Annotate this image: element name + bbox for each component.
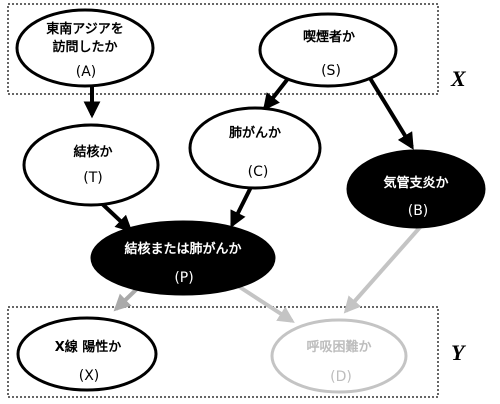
node-t: 結核か (T) — [22, 123, 160, 207]
node-c: 肺がんか (C) — [188, 106, 322, 190]
node-c-label: 肺がんか — [229, 125, 281, 141]
node-p-shape — [90, 220, 276, 296]
node-a-label-line1: 東南アジアを — [46, 21, 123, 37]
node-d-shape — [270, 318, 408, 394]
node-b: 気管支炎か (B) — [346, 149, 486, 229]
node-x-shape — [16, 316, 158, 392]
edge-s-b — [363, 68, 414, 150]
node-p: 結核または肺がんか (P) — [90, 220, 276, 296]
edge-b-d — [343, 223, 424, 314]
node-a-shape — [15, 8, 155, 88]
node-t-shape — [22, 123, 160, 207]
edge-s-c — [262, 74, 292, 111]
node-a-label-line2: 訪問したか — [52, 39, 117, 55]
node-c-shape — [188, 106, 322, 190]
node-c-letter: (C) — [248, 164, 269, 180]
group-label-x: X — [450, 66, 467, 91]
node-d: 呼吸困難か (D) — [270, 318, 408, 394]
node-a: 東南アジアを 訪問したか (A) — [15, 8, 155, 88]
node-s-label: 喫煙者か — [303, 29, 355, 45]
node-p-letter: (P) — [174, 270, 193, 286]
node-x-letter: (X) — [79, 368, 100, 384]
node-b-shape — [346, 149, 486, 229]
node-s-shape — [258, 12, 398, 88]
node-x: X線 陽性か (X) — [16, 316, 158, 392]
node-b-label: 気管支炎か — [383, 175, 448, 191]
edge-p-d — [233, 282, 295, 323]
group-label-y: Y — [451, 340, 467, 365]
node-a-letter: (A) — [76, 64, 97, 80]
node-d-letter: (D) — [330, 369, 352, 385]
node-p-label: 結核または肺がんか — [124, 241, 241, 257]
node-x-label: X線 陽性か — [55, 339, 122, 355]
node-d-label: 呼吸困難か — [306, 339, 371, 355]
node-t-letter: (T) — [83, 170, 102, 186]
node-t-label: 結核か — [73, 144, 112, 160]
node-s: 喫煙者か (S) — [258, 12, 398, 88]
node-b-letter: (B) — [408, 203, 429, 219]
node-s-letter: (S) — [321, 63, 341, 79]
